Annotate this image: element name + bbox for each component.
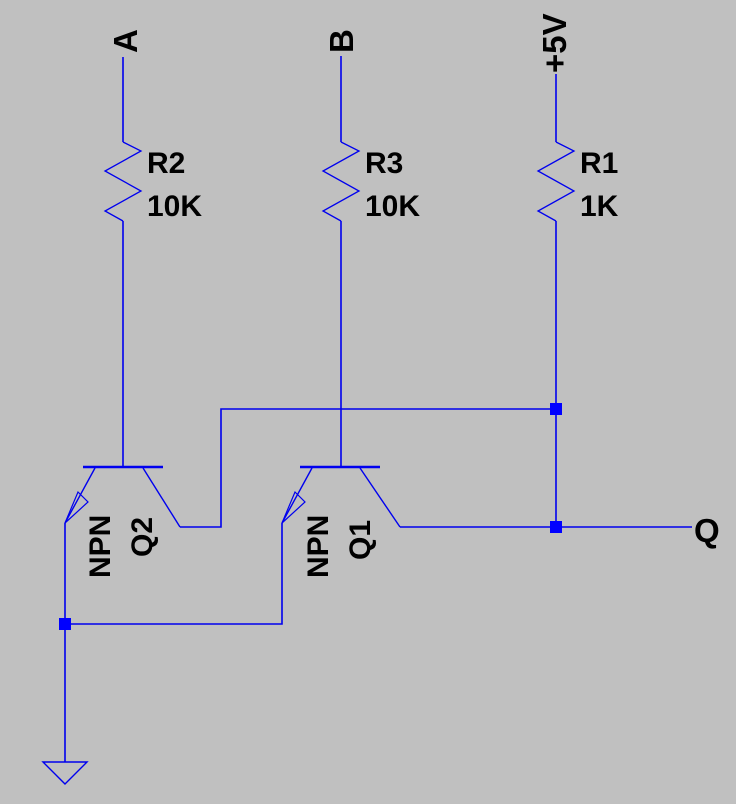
q1-collector-diagonal — [359, 467, 401, 528]
q2-emitter-diagonal — [64, 467, 96, 524]
q1-emitter-diagonal — [281, 467, 313, 524]
wire-q1-emitter-to-ground-rail[interactable] — [65, 523, 283, 625]
ground-triangle-icon — [41, 761, 89, 785]
transistor-q2-ref[interactable]: Q2 — [126, 517, 159, 557]
resistor-r2[interactable]: R2 10K — [103, 141, 202, 223]
net-label-a[interactable]: A — [107, 29, 144, 53]
q2-emitter-arrow-icon — [64, 490, 89, 524]
resistor-r2-value[interactable]: 10K — [147, 190, 202, 223]
resistor-r3-ref[interactable]: R3 — [365, 147, 403, 180]
q2-collector-diagonal — [142, 467, 181, 528]
resistor-r3[interactable]: R3 10K — [321, 141, 420, 223]
resistor-r1[interactable]: R1 1K — [536, 141, 619, 223]
transistor-q1-ref[interactable]: Q1 — [344, 520, 377, 560]
resistor-r3-zigzag — [321, 141, 361, 222]
transistor-q1[interactable]: NPN Q1 — [281, 465, 401, 578]
net-label-5v[interactable]: +5V — [536, 13, 573, 73]
net-label-q[interactable]: Q — [694, 512, 720, 549]
resistor-r3-value[interactable]: 10K — [365, 190, 420, 223]
net-labels-layer: A B +5V Q — [107, 13, 720, 549]
junction-dot-ground-node — [59, 618, 71, 630]
resistor-r1-ref[interactable]: R1 — [580, 147, 618, 180]
junction-dot-collector-node — [550, 403, 562, 415]
ground-symbol[interactable] — [41, 761, 89, 785]
junction-layer — [59, 403, 562, 630]
resistor-r2-ref[interactable]: R2 — [147, 147, 185, 180]
wires-layer — [64, 56, 692, 762]
transistor-q2-type[interactable]: NPN — [84, 515, 117, 578]
transistor-q2[interactable]: NPN Q2 — [64, 465, 181, 578]
junction-dot-output-node — [550, 521, 562, 533]
wire-q2-collector-to-node[interactable] — [180, 408, 556, 528]
transistor-q1-type[interactable]: NPN — [302, 515, 335, 578]
resistor-r1-zigzag — [536, 141, 576, 222]
resistor-r2-zigzag — [103, 141, 143, 222]
resistor-r1-value[interactable]: 1K — [580, 190, 619, 223]
q1-emitter-arrow-icon — [281, 490, 306, 524]
net-label-b[interactable]: B — [323, 29, 360, 53]
